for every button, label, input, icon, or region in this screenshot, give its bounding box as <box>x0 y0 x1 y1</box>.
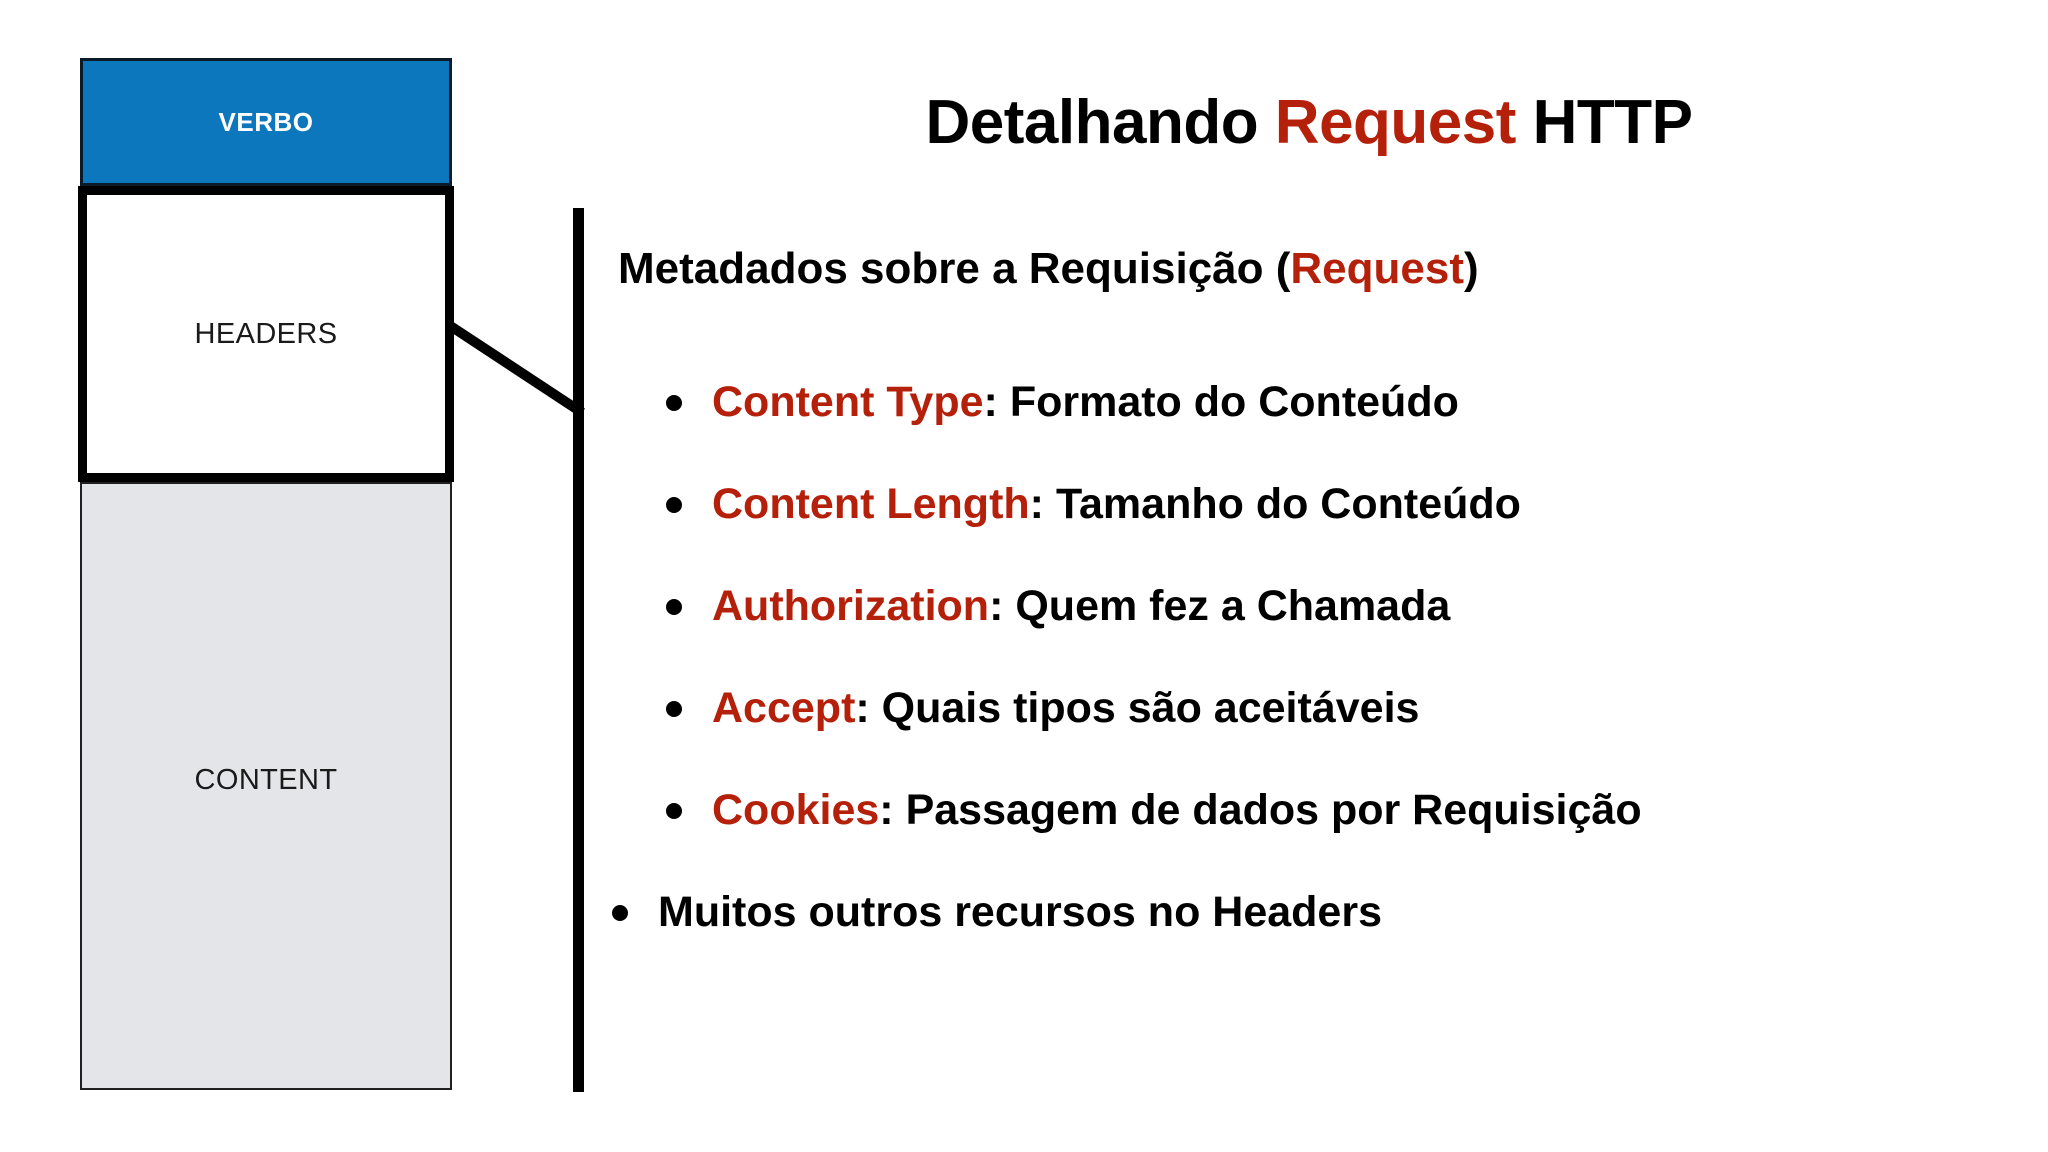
list-item-label: Accept: Quais tipos são aceitáveis <box>712 685 1419 732</box>
list-item-label: Content Length: Tamanho do Conteúdo <box>712 481 1521 528</box>
list-item-description: Tamanho do Conteúdo <box>1055 480 1521 529</box>
list-item-term: Content Length <box>712 480 1030 529</box>
list-item: Muitos outros recursos no Headers <box>600 862 2048 964</box>
list-item: Authorization: Quem fez a Chamada <box>600 556 2048 658</box>
content-box: CONTENT <box>80 482 452 1090</box>
bullet-dot-icon <box>612 905 628 921</box>
bullet-dot-icon <box>666 599 682 615</box>
list-item-separator: : <box>989 582 1016 631</box>
page-title: Detalhando Request HTTP <box>600 87 2018 157</box>
list-item-term: Accept <box>712 684 856 733</box>
verbo-box: VERBO <box>80 58 452 186</box>
list-item: Accept: Quais tipos são aceitáveis <box>600 658 2048 760</box>
main-content-pane: Detalhando Request HTTP Metadados sobre … <box>600 0 2048 1152</box>
intro-text-after: ) <box>1464 244 1479 293</box>
list-item-term: Authorization <box>712 582 990 631</box>
bullet-dot-icon <box>666 497 682 513</box>
content-label: CONTENT <box>194 764 338 796</box>
list-item-label: Content Type: Formato do Conteúdo <box>712 379 1459 426</box>
list-item-description: Quem fez a Chamada <box>1015 582 1451 631</box>
callout-bracket-bar <box>573 208 584 1092</box>
bullet-dot-icon <box>666 803 682 819</box>
bullet-dot-icon <box>666 701 682 717</box>
bullet-dot-icon <box>666 395 682 411</box>
list-item-description: Quais tipos são aceitáveis <box>881 684 1420 733</box>
intro-text-before: Metadados sobre a Requisição ( <box>618 244 1291 293</box>
list-item-separator: : <box>855 684 882 733</box>
list-item-label: Muitos outros recursos no Headers <box>658 889 1382 936</box>
list-item-description: Muitos outros recursos no Headers <box>658 888 1382 937</box>
title-text-before: Detalhando <box>925 87 1275 157</box>
http-request-structure-diagram: VERBO HEADERS CONTENT <box>0 0 600 1152</box>
list-item-term: Content Type <box>712 378 984 427</box>
headers-box: HEADERS <box>78 186 454 482</box>
title-text-accent: Request <box>1274 87 1517 157</box>
list-item-label: Cookies: Passagem de dados por Requisiçã… <box>712 787 1642 834</box>
list-item: Cookies: Passagem de dados por Requisiçã… <box>600 760 2048 862</box>
list-item-separator: : <box>983 378 1010 427</box>
list-item-description: Formato do Conteúdo <box>1009 378 1459 427</box>
intro-line: Metadados sobre a Requisição (Request) <box>618 244 1479 293</box>
list-item-separator: : <box>1029 480 1056 529</box>
list-item-separator: : <box>879 786 906 835</box>
list-item-term: Cookies <box>712 786 880 835</box>
list-item: Content Type: Formato do Conteúdo <box>600 352 2048 454</box>
list-item: Content Length: Tamanho do Conteúdo <box>600 454 2048 556</box>
list-item-label: Authorization: Quem fez a Chamada <box>712 583 1450 630</box>
verbo-label: VERBO <box>218 106 314 137</box>
list-item-description: Passagem de dados por Requisição <box>905 786 1642 835</box>
intro-text-accent: Request <box>1290 244 1464 293</box>
title-text-after: HTTP <box>1515 87 1693 157</box>
headers-label: HEADERS <box>194 317 338 350</box>
